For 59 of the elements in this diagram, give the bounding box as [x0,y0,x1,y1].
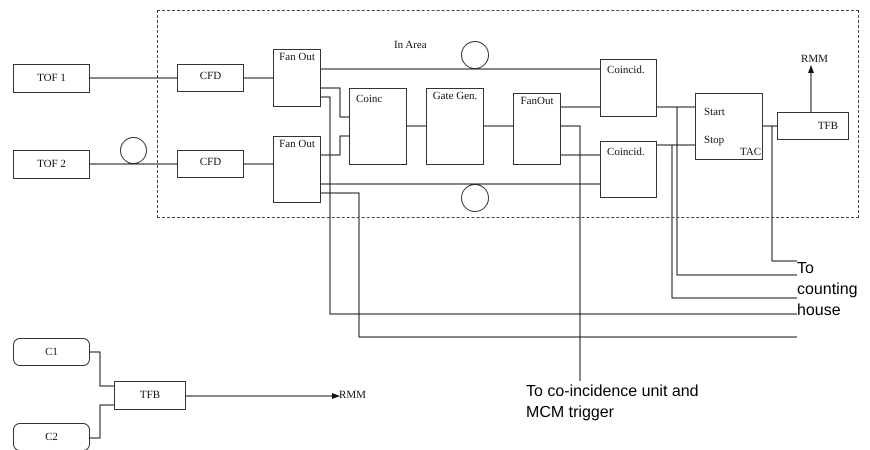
signal-wire [320,88,350,118]
signal-wire [90,404,114,438]
delay-circle [120,137,147,164]
module-label: Coincid. [607,146,645,158]
counter-box [13,423,90,450]
signal-wire [560,126,580,382]
module-label: CFD [200,70,222,82]
module-label: C2 [45,430,58,444]
area-label: In Area [394,39,427,51]
signal-wire [320,68,476,70]
module-label: CFD [200,156,222,168]
module-label: Coincid. [607,64,645,76]
output-label: RMM [339,389,373,402]
output-label: RMM [801,53,831,66]
signal-wire [656,144,798,298]
module-box [177,64,244,92]
area-boundary [157,10,859,218]
destination-note: To co-incidence unit and MCM trigger [526,381,716,423]
port-label: TAC [740,146,762,158]
signal-wire [90,352,114,386]
signal-wire [656,106,798,276]
signal-wire [320,96,798,314]
port-label: Stop [704,134,724,146]
module-box [426,88,484,165]
module-label: Coinc [356,93,382,106]
module-box [513,93,561,165]
module-box [349,88,407,165]
signal-wire [474,68,600,70]
module-box [695,93,763,160]
module-label: Fan Out [279,51,315,64]
signal-wire [320,136,350,156]
module-label: TOF 1 [37,72,66,85]
module-label: FanOut [520,95,554,108]
module-label: TFB [818,120,838,132]
counter-box [13,338,90,366]
module-label: C1 [45,346,58,358]
module-box [777,112,849,140]
module-box [114,381,186,410]
module-label: TOF 2 [37,158,66,171]
module-box [177,150,244,178]
module-box [600,141,657,198]
delay-circle [461,184,489,212]
module-box [13,64,90,93]
module-box [13,150,90,179]
module-box [273,49,321,107]
signal-wire [762,126,798,262]
signal-wire [560,154,600,156]
signal-wire [560,106,600,108]
module-box [273,136,321,203]
port-label: Start [704,106,725,118]
module-box [600,59,657,117]
destination-note: To counting house [797,258,869,321]
module-label: Gate Gen. [432,90,478,102]
signal-arrow [808,65,814,112]
signal-arrow [186,393,340,399]
module-label: Fan Out [279,138,315,150]
signal-wire [320,192,798,338]
delay-circle [461,41,489,69]
module-label: TFB [140,389,160,402]
